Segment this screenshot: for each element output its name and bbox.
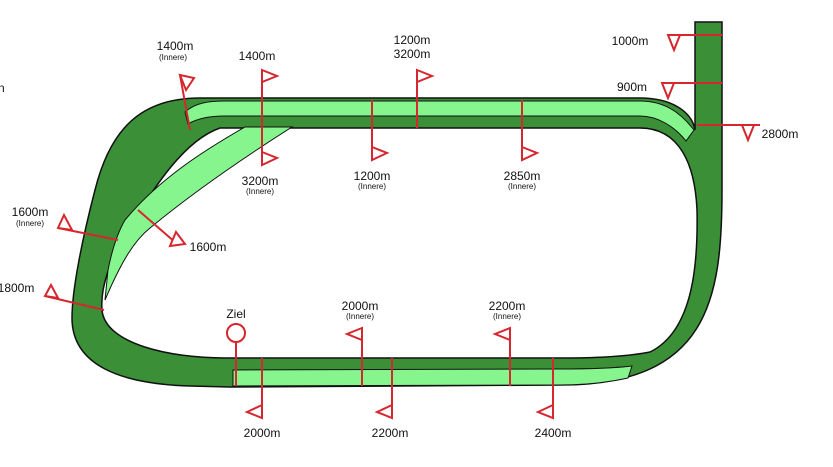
marker-sublabel: (Innere) [508, 182, 536, 191]
marker-sublabel: (Innere) [358, 182, 386, 191]
inner-lane-top [184, 100, 695, 142]
flag-icon [660, 82, 676, 101]
edge-text-fragment: n [0, 81, 5, 95]
marker-label: 1600m [190, 240, 227, 254]
finish-label: Ziel [226, 307, 245, 321]
flag-icon [344, 326, 363, 342]
inner-lane-bottom [232, 365, 633, 387]
marker-2850m-inner: 2850m (Innere) [504, 100, 541, 191]
marker-label: 2850m [504, 169, 541, 183]
marker-1400m-inner: 1400m (Innere) [157, 39, 196, 131]
marker-label: 1800m [0, 281, 34, 295]
marker-1600m: 1600m [137, 209, 227, 254]
marker-sublabel: (Innere) [246, 187, 274, 196]
marker-label: 2200m [372, 426, 409, 440]
marker-label-2: 3200m [394, 47, 431, 61]
marker-2200m: 2200m [372, 358, 409, 440]
marker-label: 900m [617, 80, 647, 94]
marker-label: 1200m [354, 169, 391, 183]
distance-markers: 1400m (Innere) 1400m 1200m 3200m 1000m 9… [0, 33, 798, 440]
marker-label: 2000m [244, 426, 281, 440]
marker-label: 1600m [12, 205, 49, 219]
marker-1800m: 1800m [0, 281, 105, 311]
flag-icon [535, 403, 554, 420]
marker-sublabel: (Innere) [346, 312, 374, 321]
flag-icon [178, 73, 196, 93]
marker-sublabel: (Innere) [493, 312, 521, 321]
marker-2800m: 2800m [697, 124, 799, 143]
marker-label: 2400m [535, 426, 572, 440]
marker-sublabel: (Innere) [159, 53, 187, 62]
marker-1600m-inner: 1600m (Innere) [12, 205, 119, 241]
marker-sublabel: (Innere) [16, 219, 44, 228]
marker-label: 2200m [489, 299, 526, 313]
marker-label: 2000m [342, 299, 379, 313]
flag-icon [261, 150, 280, 167]
track-inner-lanes [104, 100, 695, 387]
marker-label: 1400m [157, 39, 194, 53]
finish-post: Ziel [226, 307, 246, 386]
marker-2000m: 2000m [244, 358, 281, 440]
marker-label: 2800m [762, 127, 799, 141]
marker-2000m-inner: 2000m (Innere) [342, 299, 379, 386]
flag-icon [43, 282, 60, 300]
marker-label: 1400m [239, 49, 276, 63]
flag-icon [374, 403, 393, 420]
flag-icon [521, 145, 540, 162]
flag-icon [740, 124, 756, 143]
flag-icon [416, 68, 435, 84]
flag-icon [244, 403, 263, 420]
marker-1200m-3200m-top: 1200m 3200m [394, 33, 435, 128]
flag-icon [371, 145, 390, 162]
finish-circle-icon [226, 323, 246, 343]
marker-1200m-inner: 1200m (Innere) [354, 100, 391, 191]
marker-2200m-inner: 2200m (Innere) [489, 299, 526, 386]
flag-icon [492, 326, 511, 342]
marker-1400m: 1400m [239, 49, 280, 165]
flag-icon [261, 68, 280, 84]
flag-icon [56, 212, 74, 232]
marker-1000m: 1000m [612, 34, 722, 53]
marker-label: 1000m [612, 34, 649, 48]
marker-3200m-inner: 3200m (Innere) [242, 150, 280, 196]
flag-icon [168, 230, 187, 248]
marker-label: 3200m [242, 174, 279, 188]
flag-icon [666, 34, 682, 53]
marker-2400m: 2400m [535, 358, 572, 440]
marker-label: 1200m [394, 33, 431, 47]
marker-900m: 900m [617, 80, 722, 101]
